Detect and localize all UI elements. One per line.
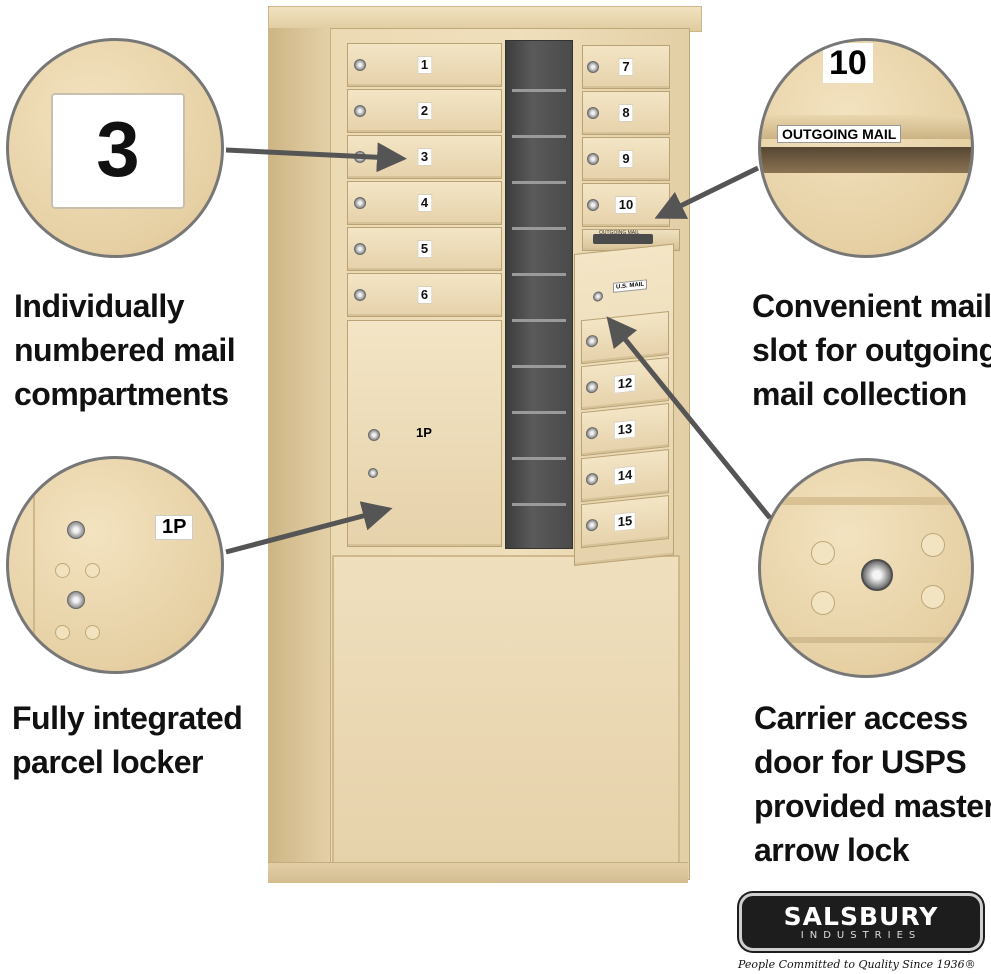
mail-door-5[interactable]: 5 (347, 227, 502, 271)
door-edge (33, 459, 35, 671)
cabinet-lower-panel (332, 555, 680, 867)
callout-carrier-access: Carrier access door for USPS provided ma… (754, 696, 991, 872)
arrow-to-parcel-locker (225, 501, 393, 555)
callout-line: Carrier access (754, 700, 968, 736)
shelf (512, 457, 566, 460)
logo-name: SALSBURY (783, 902, 939, 931)
door-number: 1 (416, 56, 433, 74)
mail-door-2[interactable]: 2 (347, 89, 502, 133)
door-edge (761, 497, 971, 505)
lock-icon[interactable] (354, 105, 366, 117)
door-number: 4 (416, 194, 433, 212)
callout-compartments: Individually numbered mail compartments (14, 284, 236, 416)
lock-icon[interactable] (587, 61, 599, 73)
lock-icon[interactable] (354, 289, 366, 301)
arrow-to-compartment (225, 142, 407, 173)
zoom-circle-parcel-locker: 1P (6, 456, 224, 674)
zoom-circle-outgoing-slot: 10 OUTGOING MAIL (758, 38, 974, 258)
mail-door-6[interactable]: 6 (347, 273, 502, 317)
slot-opening (761, 147, 971, 173)
door-edge (761, 637, 971, 643)
cabinet-side-panel (268, 28, 331, 878)
mail-door-4[interactable]: 4 (347, 181, 502, 225)
door-number: 8 (618, 104, 634, 122)
arrow-to-carrier-lock (606, 316, 772, 520)
salsbury-logo: SALSBURY INDUSTRIES (739, 893, 983, 951)
rivet-icon (921, 533, 945, 557)
rivet-icon (55, 625, 70, 640)
callout-line: door for USPS (754, 744, 967, 780)
logo-tagline: People Committed to Quality Since 1936® (738, 958, 976, 971)
lock-icon[interactable] (354, 197, 366, 209)
shelf (512, 319, 566, 322)
mail-door-8[interactable]: 8 (582, 91, 670, 135)
zoom-parcel-label: 1P (155, 515, 194, 540)
rivet-icon (85, 625, 100, 640)
logo-subtitle: INDUSTRIES (800, 930, 922, 941)
rivet-icon (921, 585, 945, 609)
mail-door-1[interactable]: 1 (347, 43, 502, 87)
door-number: 7 (618, 58, 634, 76)
rivet-icon (85, 563, 100, 578)
callout-line: Fully integrated (12, 700, 243, 736)
lock-icon[interactable] (587, 153, 599, 165)
callout-line: numbered mail (14, 332, 236, 368)
callout-line: Individually (14, 288, 185, 324)
zoom-number: 3 (96, 105, 140, 193)
zoom-circle-carrier-lock (758, 458, 974, 678)
slot-label: OUTGOING MAIL (599, 230, 640, 236)
zoom-outgoing-label: OUTGOING MAIL (777, 125, 902, 143)
parcel-locker-label: 1P (416, 425, 432, 440)
mail-door-7[interactable]: 7 (582, 45, 670, 89)
callout-line: Convenient mail (752, 288, 991, 324)
door-number: 2 (416, 102, 433, 120)
lock-icon[interactable] (354, 59, 366, 71)
shelf (512, 227, 566, 230)
door-number: 3 (416, 148, 433, 166)
callout-line: mail collection (752, 376, 967, 412)
shelf (512, 89, 566, 92)
lock-icon[interactable] (587, 107, 599, 119)
shelf (512, 503, 566, 506)
callout-line: provided master (754, 788, 991, 824)
door-number: 5 (416, 240, 433, 258)
lock-icon[interactable] (368, 429, 380, 441)
shelf (512, 411, 566, 414)
callout-line: parcel locker (12, 744, 203, 780)
rivet-icon (55, 563, 70, 578)
callout-parcel-locker: Fully integrated parcel locker (12, 696, 243, 784)
door-number: 6 (416, 286, 433, 304)
lock-icon[interactable] (354, 243, 366, 255)
shelf (512, 273, 566, 276)
number-plate: 3 (51, 93, 185, 209)
zoom-circle-compartment-number: 3 (6, 38, 224, 258)
cabinet-base-rail (268, 862, 688, 883)
rivet-icon (811, 541, 835, 565)
arrow-lock-icon (861, 559, 893, 591)
door-number: 9 (618, 150, 634, 168)
mail-door-9[interactable]: 9 (582, 137, 670, 181)
mail-door-10[interactable]: 10 (582, 183, 670, 227)
open-compartment-interior (505, 40, 573, 549)
callout-line: compartments (14, 376, 229, 412)
shelf (512, 365, 566, 368)
callout-line: slot for outgoing (752, 332, 991, 368)
lock-icon (67, 521, 85, 539)
slot-opening (593, 234, 653, 244)
shelf (512, 135, 566, 138)
callout-line: arrow lock (754, 832, 910, 868)
zoom-top-number: 10 (823, 43, 873, 83)
callout-outgoing-slot: Convenient mail slot for outgoing mail c… (752, 284, 991, 416)
lock-icon[interactable] (587, 199, 599, 211)
door-number: 10 (614, 196, 638, 214)
shelf (512, 181, 566, 184)
lock-icon (368, 468, 378, 478)
lock-icon (67, 591, 85, 609)
arrow-to-outgoing-slot (654, 165, 760, 219)
rivet-icon (811, 591, 835, 615)
